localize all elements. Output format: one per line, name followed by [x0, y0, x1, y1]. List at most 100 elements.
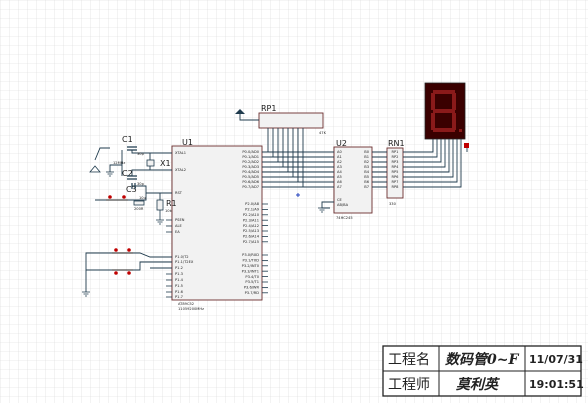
title-block: 工程名 数码管0~F 11/07/31 工程师 莫利英 19:01:51: [382, 345, 584, 397]
u2-pin-label: A6: [337, 180, 342, 184]
c3-capacitor[interactable]: C3 10u: [126, 183, 146, 200]
u1-pin-label: P3.0/RXD: [242, 253, 259, 257]
display-common-pin: [464, 143, 469, 148]
u1-pin-label: P3.2/INT0: [242, 264, 260, 268]
u1-sub: 11059200MHz: [178, 307, 204, 311]
u1-pin-label: P2.2/A10: [243, 213, 260, 217]
c1-value: 30p: [137, 152, 145, 156]
u2-pin-label: A4: [337, 170, 342, 174]
c1-ref: C1: [122, 135, 133, 144]
r1-value: 10k: [165, 209, 173, 213]
u1-pin-label: P2.1/A9: [245, 208, 260, 212]
u1-pin-label: P3.5/T1: [245, 280, 259, 284]
u1-pin-label: P2.3/A11: [243, 218, 259, 222]
u1-right-pins: P0.0/AD0P0.1/AD1P0.2/AD2P0.3/AD3P0.4/AD4…: [242, 150, 268, 295]
u2-pin-label: A5: [337, 175, 342, 179]
rn1-pin-label: RP7: [392, 180, 399, 184]
u1-pin-label: P0.4/AD4: [242, 170, 259, 174]
c2-capacitor[interactable]: C2 30p: [122, 169, 145, 186]
c1-capacitor[interactable]: C1 30p: [122, 135, 145, 156]
button-p1-0[interactable]: [112, 248, 133, 254]
u1-pin-label: P2.0/A8: [245, 202, 260, 206]
u1-pin-label: P2.5/A13: [243, 229, 259, 233]
rp1-vcc-wire: [239, 114, 259, 121]
u2-pin-label: B7: [364, 185, 369, 189]
u1-pin-label: P1.4: [175, 278, 184, 282]
date-value: 11/07/31: [529, 353, 583, 366]
u1-pin-label: P1.7: [175, 295, 183, 299]
u1-pin-label: P1.3: [175, 272, 183, 276]
button-contact-icon: [108, 195, 112, 199]
u2-pin-label: A0: [337, 150, 342, 154]
u1-pin-label: P1.6: [175, 290, 184, 294]
u2-pin-label: A7: [337, 185, 342, 189]
c3-ref: C3: [126, 185, 137, 194]
button-contact-icon: [114, 248, 118, 252]
rn1-pin-label: RP6: [392, 175, 400, 179]
vcc-arrow-icon: [235, 109, 245, 114]
project-label: 工程名: [388, 352, 430, 368]
u1-pin-label: P1.0/T2: [175, 255, 189, 259]
rn1-pin-label: RP5: [392, 170, 399, 174]
u1-pin-label: P1.2: [175, 266, 183, 270]
rn1-pin-label: RP8: [392, 185, 400, 189]
rn1-note: 330: [389, 202, 397, 206]
r1-ref: R1: [166, 199, 177, 208]
u2-pin-label: AB/BA: [337, 203, 349, 207]
u1-pin-label: P2.7/A15: [243, 240, 259, 244]
rn1-body: [386, 147, 404, 199]
u2-pin-label: A1: [337, 155, 342, 159]
r2-resistor[interactable]: 200R: [133, 200, 145, 211]
u2-pin-label: B3: [364, 165, 369, 169]
u1-pin-label: P0.1/AD1: [242, 155, 259, 159]
seven-segment-display[interactable]: [424, 82, 469, 148]
x1-value: 12MHz: [113, 161, 125, 165]
u2-pin-label: A3: [337, 165, 342, 169]
rn1-ref: RN1: [388, 139, 405, 148]
rp1-ref: RP1: [261, 104, 276, 113]
u2-pin-label: B5: [364, 175, 369, 179]
u2-pin-label: B2: [364, 160, 369, 164]
c3-value: 10u: [139, 196, 146, 200]
u2-ref: U2: [336, 139, 347, 148]
u1-pin-label: P0.2/AD2: [242, 160, 259, 164]
rn1-pin-label: RP2: [392, 155, 399, 159]
button-contact-icon: [127, 248, 131, 252]
u1-pin-label: EA: [175, 230, 180, 234]
reset-button[interactable]: [106, 195, 128, 201]
u1-pin-label: RST: [175, 191, 183, 195]
button-contact-icon: [114, 271, 118, 275]
rn1-pin-label: RP3: [392, 160, 399, 164]
u1-pin-label: P0.0/AD0: [242, 150, 259, 154]
u2-pin-label: CE: [337, 198, 343, 202]
button-p1-1[interactable]: [112, 269, 133, 275]
u1-pin-label: P3.7/RD: [245, 291, 260, 295]
r1-resistor[interactable]: R1 10k: [156, 199, 177, 213]
engineer-label: 工程师: [388, 377, 430, 393]
u2-pin-label: B0: [364, 150, 369, 154]
u1-pin-label: P1.5: [175, 284, 183, 288]
u1-microcontroller[interactable]: U1 XTAL1XTAL2RSTPSENALEEAP1.0/T2P1.1/T2E…: [166, 138, 268, 311]
r2-value: 200R: [134, 207, 144, 211]
u1-pin-label: P2.4/A12: [243, 224, 259, 228]
u1-pin-label: P2.6/A14: [243, 235, 260, 239]
c2-value: 30p: [137, 182, 145, 186]
rp1-resistor-pack[interactable]: RP1 47K: [235, 104, 327, 135]
button-contact-icon: [122, 195, 126, 199]
time-value: 19:01:51: [529, 378, 584, 391]
u1-pin-label: P0.7/AD7: [242, 185, 259, 189]
u2-pin-label: A2: [337, 160, 342, 164]
u1-part: AT89C52: [178, 302, 194, 306]
c2-ref: C2: [122, 169, 133, 178]
rp1-note: 47K: [319, 131, 327, 135]
u1-pin-label: PSEN: [175, 218, 185, 222]
x1-crystal[interactable]: X1 12MHz: [113, 159, 171, 168]
u1-body: [171, 145, 263, 301]
u2-pin-label: B1: [364, 155, 369, 159]
